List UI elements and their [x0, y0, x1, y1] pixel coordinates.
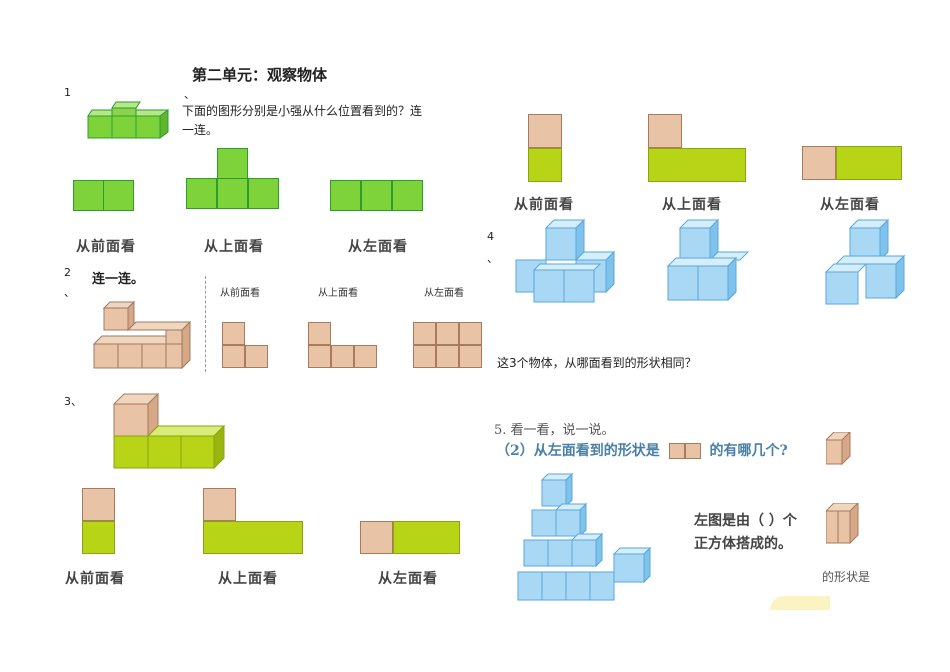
q5-sub-prefix: （2）从左面看到的形状是 — [496, 443, 660, 459]
q5-partial-block-2 — [824, 501, 860, 545]
q1-label-top: 从上面看 — [204, 239, 264, 255]
right-label-front: 从前面看 — [514, 197, 574, 213]
q5-partial-text: 的形状是 — [822, 570, 871, 584]
q3-label-top: 从上面看 — [218, 571, 278, 587]
right-label-left: 从左面看 — [820, 197, 880, 213]
q3-object-picture — [110, 390, 230, 472]
q5-fill-line1: 左图是由（ ）个 — [694, 513, 797, 529]
q5-cube-pyramid — [514, 472, 656, 608]
q1-label-front: 从前面看 — [76, 239, 136, 255]
q2-number: 2 — [64, 266, 71, 279]
q4-object-a — [512, 218, 620, 304]
right-label-top: 从上面看 — [662, 197, 722, 213]
q2-object-picture — [90, 300, 194, 372]
q3-label-left: 从左面看 — [378, 571, 438, 587]
q5-subquestion: （2）从左面看到的形状是 的有哪几个? — [496, 440, 836, 464]
q5-fill-line2: 正方体搭成的。 — [694, 536, 792, 552]
q3-number: 3、 — [64, 395, 82, 408]
q2-heading: 连一连。 — [92, 272, 145, 287]
q2-label-left: 从左面看 — [424, 288, 464, 299]
q1-number: 1 — [64, 86, 71, 99]
q4-mark: 、 — [487, 252, 498, 265]
q5-heading: 5. 看一看，说一说。 — [494, 423, 615, 438]
q1-object-picture — [84, 96, 170, 142]
q2-mark: 、 — [64, 286, 75, 299]
q4-number: 4 — [487, 230, 494, 243]
q4-object-b — [664, 218, 754, 304]
q5-sub-suffix: 的有哪几个? — [709, 443, 788, 459]
q4-question: 这3个物体，从哪面看到的形状相同？ — [497, 356, 697, 370]
q2-divider — [205, 276, 207, 372]
q2-label-top: 从上面看 — [318, 288, 358, 299]
q1-text-line1: 下面的图形分别是小强从什么位置看到的？连 — [182, 104, 423, 118]
page-title: 第二单元：观察物体 — [192, 66, 328, 84]
q5-decor-shape — [770, 596, 830, 610]
q3-label-front: 从前面看 — [65, 571, 125, 587]
q5-partial-block-1 — [824, 430, 852, 466]
q2-label-front: 从前面看 — [220, 288, 260, 299]
q1-mark: 、 — [184, 88, 195, 101]
q5-shape-icon — [668, 443, 701, 459]
q4-object-c — [822, 218, 912, 308]
q1-text-line2: 一连。 — [182, 123, 219, 137]
q1-label-left: 从左面看 — [348, 239, 408, 255]
